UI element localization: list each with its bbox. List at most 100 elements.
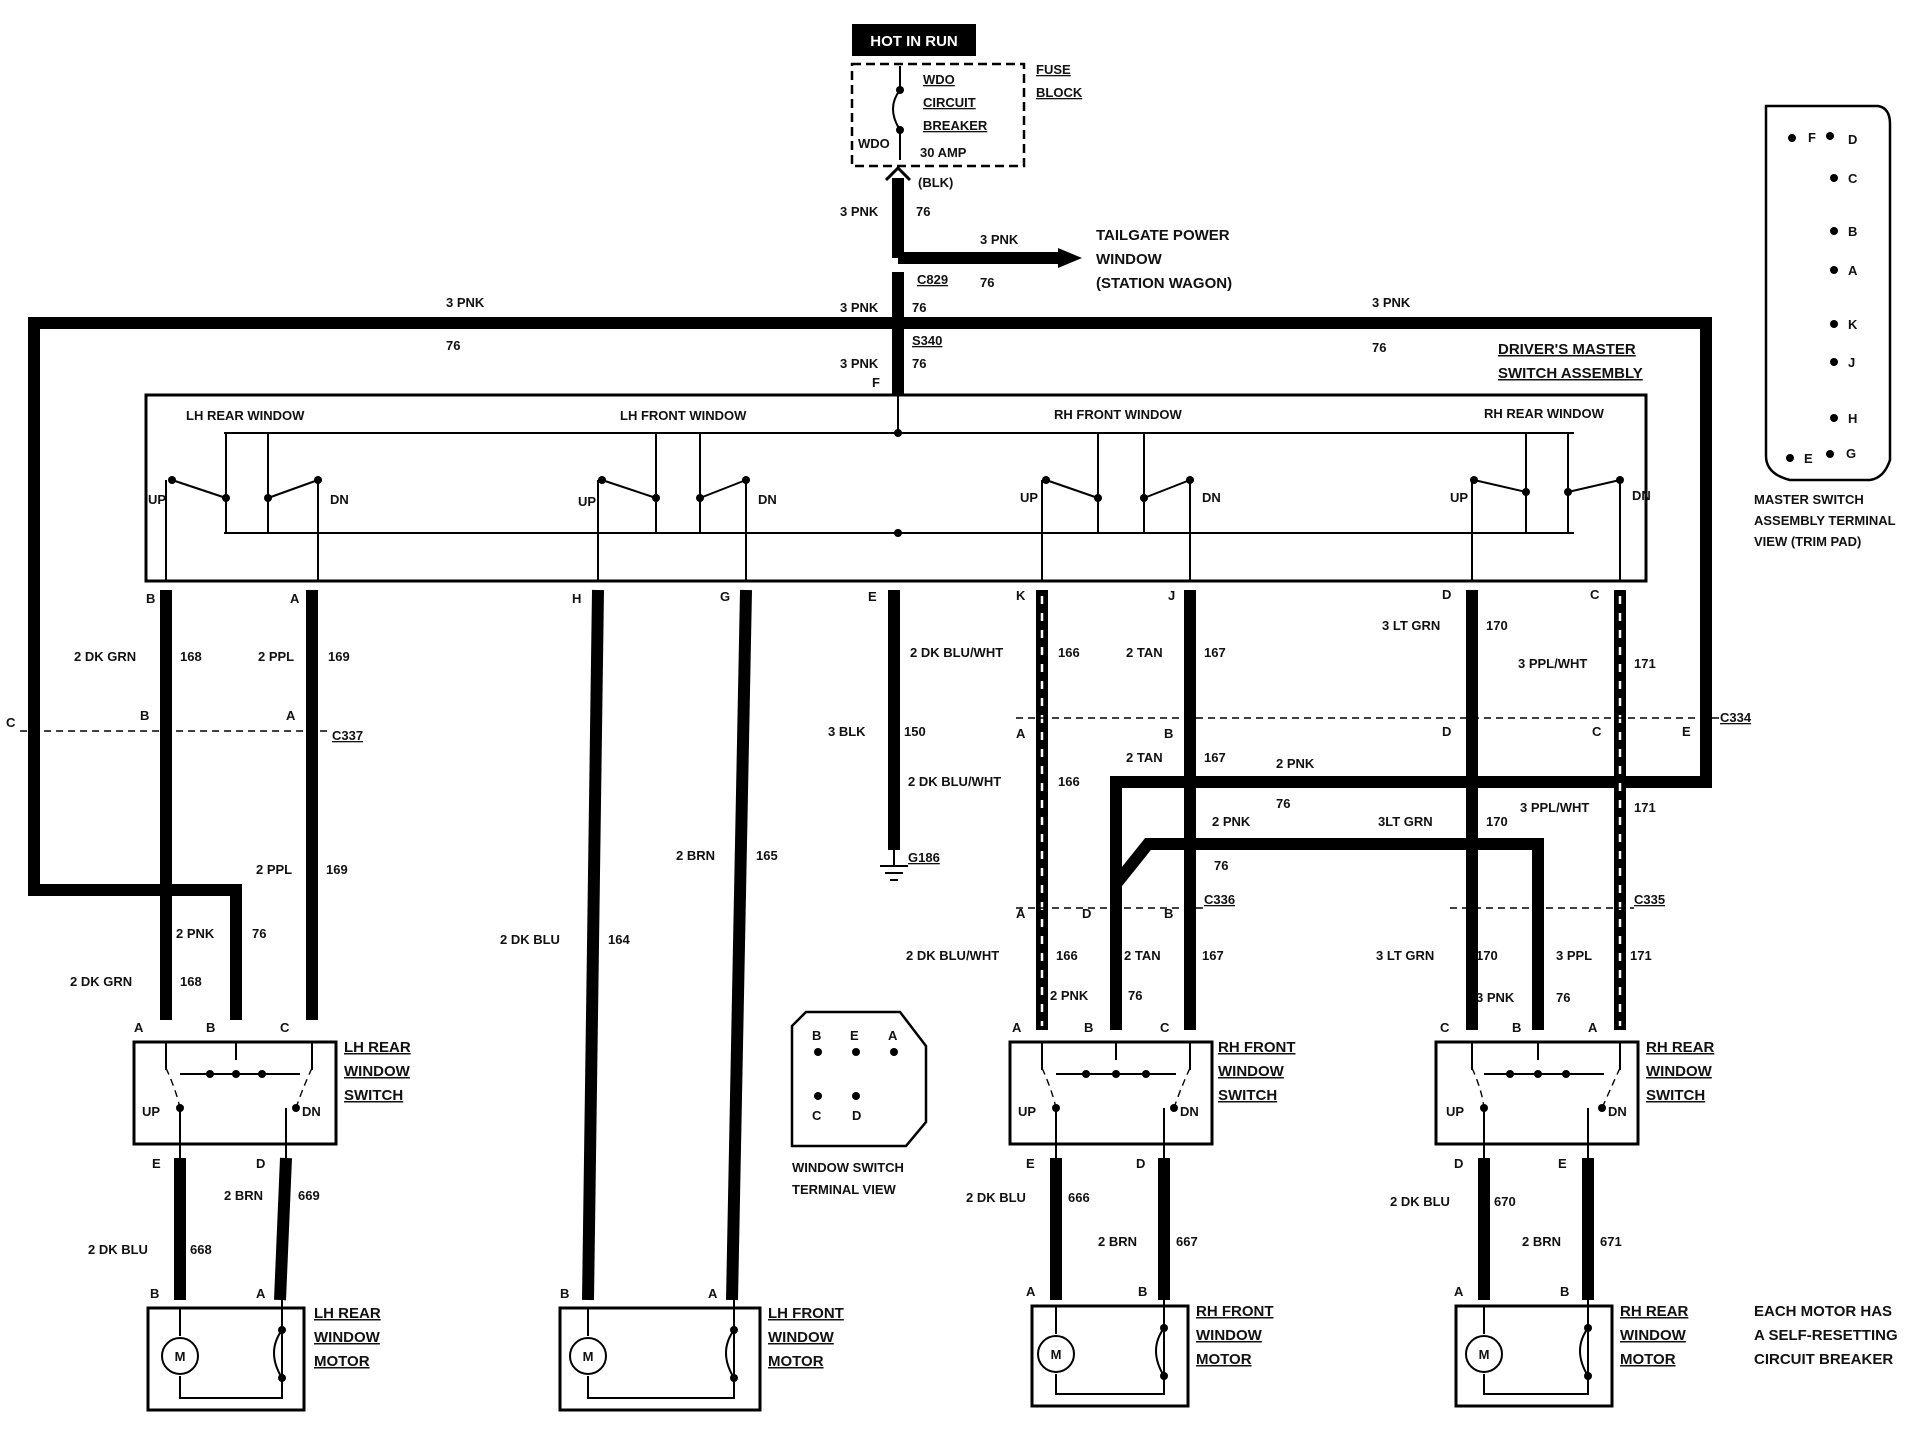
svg-text:168: 168 (180, 974, 202, 989)
svg-text:3 PPL: 3 PPL (1556, 948, 1592, 963)
svg-text:B: B (1138, 1284, 1147, 1299)
svg-text:2 BRN: 2 BRN (1522, 1234, 1561, 1249)
svg-text:DN: DN (1632, 488, 1651, 503)
svg-text:D: D (1848, 132, 1857, 147)
section-rh-rear: RH REAR WINDOW (1484, 406, 1605, 421)
lh-rear-motor (146, 1300, 306, 1412)
svg-text:RH FRONT: RH FRONT (1196, 1303, 1274, 1320)
svg-text:D: D (1454, 1156, 1463, 1171)
svg-text:166: 166 (1056, 948, 1078, 963)
svg-text:2 BRN: 2 BRN (676, 848, 715, 863)
svg-text:LH FRONT: LH FRONT (768, 1305, 844, 1322)
svg-text:WINDOW: WINDOW (1196, 1327, 1263, 1344)
svg-text:DN: DN (302, 1104, 321, 1119)
svg-text:150: 150 (904, 724, 926, 739)
svg-text:2 BRN: 2 BRN (224, 1188, 263, 1203)
svg-text:3 PNK: 3 PNK (840, 204, 879, 219)
svg-text:B: B (1512, 1020, 1521, 1035)
svg-text:J: J (1848, 355, 1855, 370)
svg-text:G: G (1846, 446, 1856, 461)
svg-text:2 PNK: 2 PNK (1212, 814, 1251, 829)
svg-text:167: 167 (1204, 645, 1226, 660)
svg-text:UP: UP (1018, 1104, 1036, 1119)
svg-text:TERMINAL VIEW: TERMINAL VIEW (792, 1182, 896, 1197)
fuse-block-box (850, 62, 1026, 168)
fuse-block-label-1: FUSE (1036, 62, 1071, 77)
svg-text:DN: DN (330, 492, 349, 507)
svg-text:170: 170 (1476, 948, 1498, 963)
svg-text:76: 76 (1276, 796, 1290, 811)
svg-text:F: F (872, 375, 880, 390)
svg-text:WINDOW: WINDOW (1620, 1327, 1687, 1344)
svg-text:UP: UP (142, 1104, 160, 1119)
svg-text:2 DK BLU: 2 DK BLU (500, 932, 560, 947)
svg-text:DN: DN (1180, 1104, 1199, 1119)
svg-text:WINDOW: WINDOW (314, 1329, 381, 1346)
svg-text:WINDOW: WINDOW (1646, 1063, 1713, 1080)
svg-text:76: 76 (252, 926, 266, 941)
svg-text:A: A (290, 591, 300, 606)
svg-text:76: 76 (1128, 988, 1142, 1003)
svg-text:RH FRONT: RH FRONT (1218, 1039, 1296, 1056)
svg-text:B: B (1084, 1020, 1093, 1035)
svg-text:166: 166 (1058, 774, 1080, 789)
svg-text:DN: DN (758, 492, 777, 507)
svg-text:2 DK BLU: 2 DK BLU (966, 1190, 1026, 1205)
svg-text:E: E (1026, 1156, 1035, 1171)
svg-text:2 PNK: 2 PNK (1276, 756, 1315, 771)
breaker-symbol (892, 66, 901, 160)
svg-text:3 PNK: 3 PNK (840, 356, 879, 371)
svg-text:A: A (1454, 1284, 1464, 1299)
c334-label: C334 (1720, 710, 1752, 725)
svg-text:SWITCH: SWITCH (344, 1087, 403, 1104)
svg-text:H: H (572, 591, 581, 606)
blk-label: (BLK) (918, 175, 953, 190)
breaker-amp: 30 AMP (920, 145, 967, 160)
svg-text:E: E (152, 1156, 161, 1171)
svg-text:MOTOR: MOTOR (314, 1353, 370, 1370)
master-switch-box (144, 393, 1648, 583)
svg-text:3 PNK: 3 PNK (980, 232, 1019, 247)
svg-text:C: C (280, 1020, 290, 1035)
svg-text:668: 668 (190, 1242, 212, 1257)
svg-text:MOTOR: MOTOR (1196, 1351, 1252, 1368)
breaker-label-3: BREAKER (923, 118, 988, 133)
svg-text:MASTER SWITCH: MASTER SWITCH (1754, 492, 1864, 507)
svg-text:3 BLK: 3 BLK (828, 724, 866, 739)
svg-text:C: C (6, 715, 16, 730)
fuse-block-label-2: BLOCK (1036, 85, 1083, 100)
svg-text:670: 670 (1494, 1194, 1516, 1209)
svg-text:C: C (1590, 587, 1600, 602)
svg-text:D: D (1136, 1156, 1145, 1171)
svg-text:2 DK BLU: 2 DK BLU (88, 1242, 148, 1257)
svg-text:171: 171 (1630, 948, 1652, 963)
svg-text:E: E (868, 589, 877, 604)
svg-text:RH REAR: RH REAR (1646, 1039, 1715, 1056)
svg-text:669: 669 (298, 1188, 320, 1203)
svg-text:RH REAR: RH REAR (1620, 1303, 1689, 1320)
svg-text:B: B (206, 1020, 215, 1035)
c336-label: C336 (1204, 892, 1235, 907)
svg-text:B: B (146, 591, 155, 606)
hot-in-run-label: HOT IN RUN (870, 33, 958, 50)
svg-text:UP: UP (1020, 490, 1038, 505)
svg-text:2 DK BLU/WHT: 2 DK BLU/WHT (908, 774, 1001, 789)
svg-text:A: A (708, 1286, 718, 1301)
svg-text:2 TAN: 2 TAN (1126, 750, 1163, 765)
svg-text:164: 164 (608, 932, 630, 947)
svg-text:A: A (888, 1028, 898, 1043)
rh-rear-switch-contacts (1471, 1042, 1621, 1158)
section-rh-front: RH FRONT WINDOW (1054, 407, 1183, 422)
svg-text:170: 170 (1486, 814, 1508, 829)
svg-text:170: 170 (1486, 618, 1508, 633)
svg-text:3 PPL/WHT: 3 PPL/WHT (1518, 656, 1587, 671)
svg-text:671: 671 (1600, 1234, 1622, 1249)
rh-front-motor (1030, 1300, 1190, 1408)
svg-text:169: 169 (328, 649, 350, 664)
svg-text:UP: UP (148, 492, 166, 507)
svg-text:167: 167 (1202, 948, 1224, 963)
svg-text:3 LT GRN: 3 LT GRN (1382, 618, 1440, 633)
svg-text:2 DK GRN: 2 DK GRN (70, 974, 132, 989)
svg-text:D: D (256, 1156, 265, 1171)
svg-text:LH REAR: LH REAR (314, 1305, 381, 1322)
